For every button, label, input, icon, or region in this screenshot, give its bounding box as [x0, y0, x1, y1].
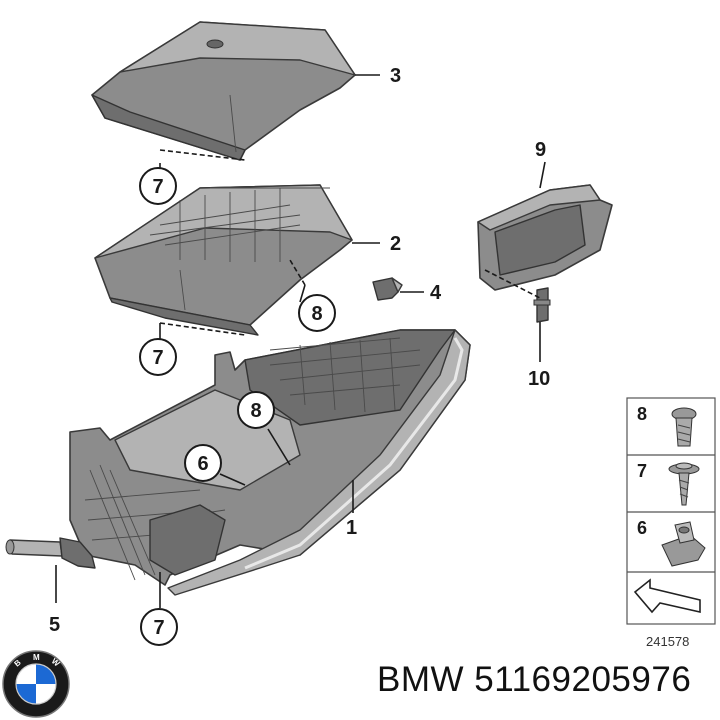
circled-callout-6: 6: [184, 444, 222, 482]
part-3-cover: [91, 21, 356, 161]
callout-5: 5: [49, 614, 60, 636]
svg-text:7: 7: [153, 617, 164, 639]
bmw-logo: B M W: [2, 650, 70, 718]
clip-nut-icon: [661, 521, 706, 567]
svg-text:W: W: [50, 657, 62, 669]
callout-9: 9: [535, 139, 546, 161]
circled-callout-7-middle: 7: [139, 338, 177, 376]
svg-text:M: M: [33, 653, 40, 662]
svg-text:8: 8: [250, 400, 261, 422]
legend-number-7: 7: [637, 461, 647, 481]
circled-callout-8-inner: 8: [237, 391, 275, 429]
circled-callout-8-right: 8: [298, 294, 336, 332]
hardware-legend: 8 7 6 241578: [626, 397, 716, 649]
circled-callouts: 7 7 8 8 6 7: [139, 167, 336, 646]
svg-text:6: 6: [197, 453, 208, 475]
callout-2: 2: [390, 233, 401, 255]
direction-arrow-icon: [633, 578, 701, 614]
part-number-label: BMW 51169205976: [377, 660, 692, 699]
diagram-code: 241578: [646, 634, 689, 649]
part-2-inner-shell: [94, 184, 353, 336]
leader-lines: [55, 74, 546, 608]
part-9-compartment: [477, 184, 613, 291]
callout-labels: 3 2 4 9 10 1 5: [49, 65, 550, 636]
legend-number-6: 6: [637, 518, 647, 538]
legend-number-8: 8: [637, 404, 647, 424]
callout-10: 10: [528, 368, 550, 390]
screw-icon: [671, 407, 697, 447]
svg-text:7: 7: [152, 347, 163, 369]
washer-screw-icon: [668, 462, 700, 506]
circled-callout-7-bottom: 7: [140, 608, 178, 646]
callout-3: 3: [390, 65, 401, 87]
svg-text:7: 7: [152, 176, 163, 198]
callout-4: 4: [430, 282, 442, 304]
svg-text:8: 8: [311, 303, 322, 325]
part-10-bracket: [533, 287, 551, 323]
circled-callout-7-top: 7: [139, 167, 177, 205]
svg-text:B: B: [13, 658, 23, 669]
callout-1: 1: [346, 517, 357, 539]
part-4-clip: [372, 277, 403, 301]
part-5-damper: [5, 537, 96, 569]
part-1-glove-box-tray: [69, 329, 471, 596]
